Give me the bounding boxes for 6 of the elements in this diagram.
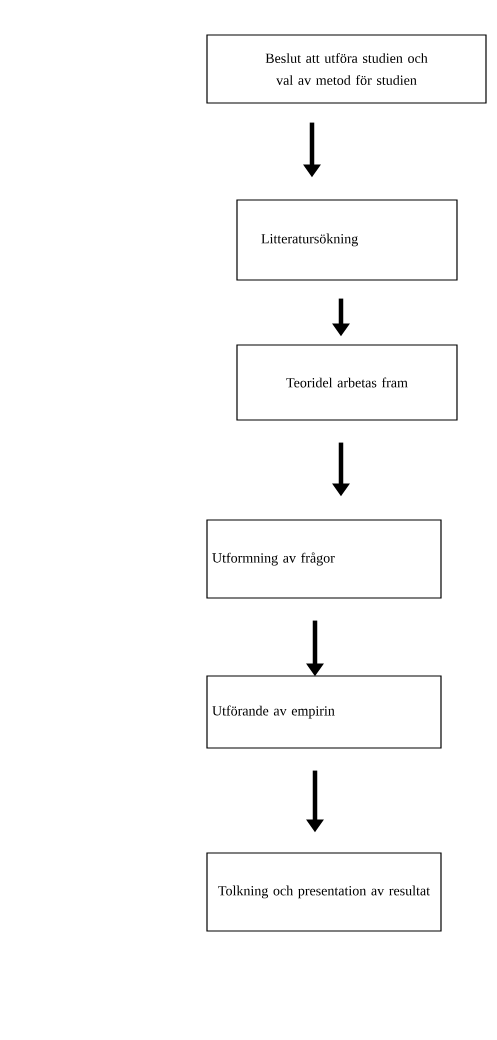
process-box: Utformning av frågor <box>206 519 442 599</box>
process-box: Utförande av empirin <box>206 675 442 749</box>
process-box: Litteratursökning <box>236 199 458 281</box>
process-box: Tolkning och presentation av resultat <box>206 852 442 932</box>
process-box: Beslut att utföra studien och val av metod för studien <box>206 34 487 104</box>
process-box: Teoridel arbetas fram <box>236 344 458 421</box>
